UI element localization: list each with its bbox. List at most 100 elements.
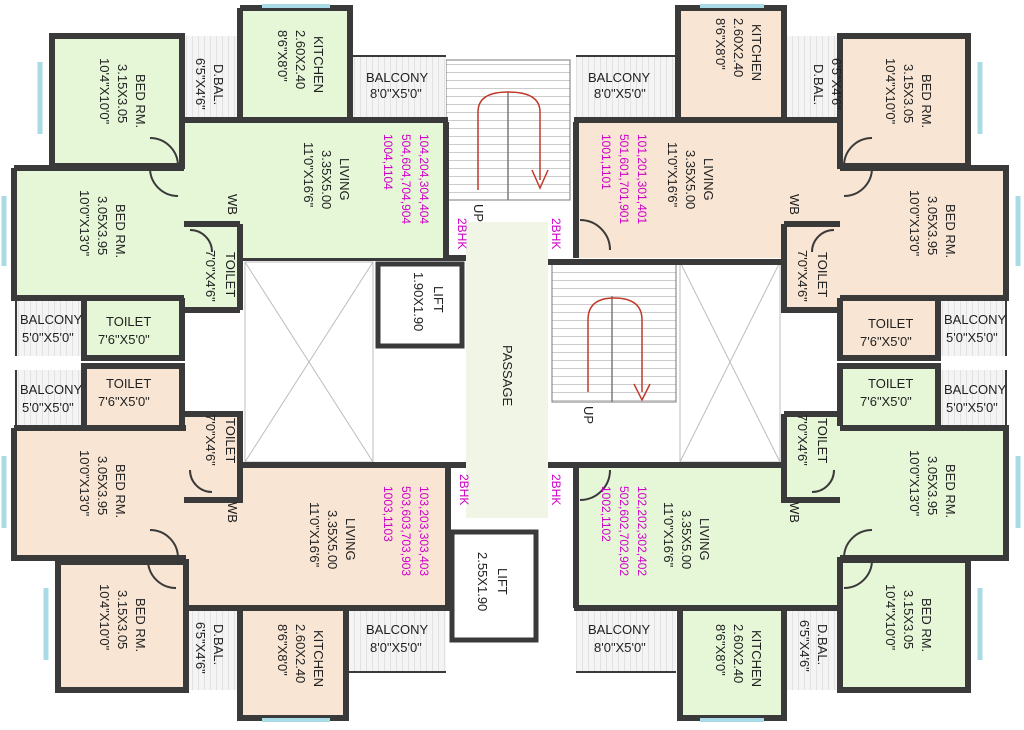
svg-text:103,203,303,403: 103,203,303,403 [417, 486, 431, 576]
svg-text:TOILET: TOILET [223, 252, 238, 297]
svg-text:2.60X2.40: 2.60X2.40 [293, 30, 308, 89]
svg-text:8'0"X5'0": 8'0"X5'0" [594, 640, 646, 655]
tl-toilet-small: TOILET 7'0"X4'6" [203, 250, 238, 302]
flat-bottom-right: BED RM. 3.15X3.05 10'4"X10'0" BED RM. 3.… [549, 363, 1021, 722]
svg-text:LIVING: LIVING [701, 158, 716, 201]
svg-text:7'0"X4'6": 7'0"X4'6" [795, 414, 810, 466]
tr-toilet: TOILET 7'6"X5'0" [860, 316, 913, 349]
tl-kitchen: KITCHEN 2.60X2.40 8'6"X8'0" [275, 30, 326, 93]
tr-bed2: BED RM. 3.05X3.95 10'0"X13'0" [907, 190, 958, 258]
bl-dbal: D.BAL. 6'5"X4'6" [193, 622, 226, 674]
br-balcony: BALCONY 8'0"X5'0" [588, 622, 650, 655]
svg-text:102,202,302,402: 102,202,302,402 [635, 486, 649, 576]
tl-side-balcony: BALCONY 5'0"X5'0" [20, 312, 82, 345]
svg-text:2BHK: 2BHK [549, 474, 563, 505]
svg-text:3.35X5.00: 3.35X5.00 [319, 150, 334, 209]
svg-text:11'0"X16'6": 11'0"X16'6" [661, 502, 676, 568]
tr-living: LIVING 3.35X5.00 11'0"X16'6" [665, 142, 716, 209]
svg-text:2BHK: 2BHK [457, 474, 471, 505]
svg-text:2.60X2.40: 2.60X2.40 [731, 18, 746, 77]
tl-wb: WB [225, 194, 240, 215]
bl-bed2: BED RM. 3.05X3.95 10'0"X13'0" [77, 450, 128, 518]
passage-label: PASSAGE [500, 345, 515, 407]
tl-living: LIVING 3.35X5.00 11'0"X16'6" [301, 142, 352, 209]
svg-text:LIVING: LIVING [697, 518, 712, 561]
lift-2-name: LIFT [495, 568, 510, 595]
svg-text:7'6"X5'0": 7'6"X5'0" [98, 394, 150, 409]
svg-text:11'0"X16'6": 11'0"X16'6" [301, 142, 316, 208]
tr-wb: WB [787, 194, 802, 215]
br-wb: WB [787, 502, 802, 523]
svg-text:TOILET: TOILET [868, 316, 913, 331]
svg-text:8'6"X8'0": 8'6"X8'0" [275, 30, 290, 82]
svg-text:1003,1103: 1003,1103 [381, 486, 395, 542]
tl-bed1: BED RM. 3.15X3.05 10'4"X10'0" [97, 58, 148, 128]
svg-text:BED RM.: BED RM. [133, 598, 148, 652]
svg-text:7'0"X4'6": 7'0"X4'6" [795, 250, 810, 302]
svg-text:504,604,704,904: 504,604,704,904 [399, 134, 413, 224]
svg-text:3.15X3.05: 3.15X3.05 [115, 64, 130, 123]
bl-toilet: TOILET 7'6"X5'0" [98, 376, 151, 409]
flat-top-left: BED RM. 3.15X3.05 10'4"X10'0" BED RM. 3.… [1, 4, 469, 361]
lift-1: LIFT 1.90X1.90 [375, 261, 465, 349]
svg-text:KITCHEN: KITCHEN [311, 630, 326, 687]
svg-text:5'0"X5'0": 5'0"X5'0" [946, 400, 998, 415]
svg-text:2.60X2.40: 2.60X2.40 [293, 624, 308, 683]
svg-text:8'6"X8'0": 8'6"X8'0" [275, 624, 290, 676]
svg-text:10'0"X13'0": 10'0"X13'0" [907, 450, 922, 517]
svg-text:BED RM.: BED RM. [919, 598, 934, 652]
svg-text:2BHK: 2BHK [549, 218, 563, 249]
svg-text:6'5"X4'6": 6'5"X4'6" [829, 58, 844, 110]
svg-text:6'5"X4'6": 6'5"X4'6" [193, 622, 208, 674]
svg-text:10'4"X10'0": 10'4"X10'0" [97, 58, 112, 125]
tl-numbers: 104,204,304,404 504,604,704,904 1004,110… [381, 134, 469, 249]
svg-text:11'0"X16'6": 11'0"X16'6" [665, 142, 680, 208]
svg-text:D.BAL.: D.BAL. [211, 64, 226, 105]
lift-2-size: 2.55X1.90 [475, 552, 490, 611]
svg-text:LIVING: LIVING [337, 158, 352, 201]
staircase-middle: UP [551, 261, 677, 424]
svg-text:7'0"X4'6": 7'0"X4'6" [203, 414, 218, 466]
svg-text:TOILET: TOILET [815, 252, 830, 297]
bl-balcony: BALCONY 8'0"X5'0" [366, 622, 428, 655]
svg-text:501,601,701,901: 501,601,701,901 [617, 134, 631, 224]
br-bed2: BED RM. 3.05X3.95 10'0"X13'0" [907, 450, 958, 518]
svg-text:3.05X3.95: 3.05X3.95 [925, 196, 940, 255]
svg-text:BALCONY: BALCONY [944, 312, 1006, 327]
svg-text:10'0"X13'0": 10'0"X13'0" [77, 190, 92, 257]
br-kitchen: KITCHEN 2.60X2.40 8'6"X8'0" [713, 624, 764, 687]
tr-balcony: BALCONY 8'0"X5'0" [588, 70, 650, 101]
bl-bed1: BED RM. 3.15X3.05 10'4"X10'0" [97, 584, 148, 652]
svg-text:3.35X5.00: 3.35X5.00 [683, 150, 698, 209]
br-toilet: TOILET 7'6"X5'0" [860, 376, 913, 409]
svg-text:3.15X3.05: 3.15X3.05 [901, 64, 916, 123]
svg-text:D.BAL.: D.BAL. [815, 624, 830, 665]
tr-dbal: D.BAL. 6'5"X4'6" [811, 58, 844, 110]
passage [466, 222, 548, 518]
svg-text:D.BAL.: D.BAL. [211, 624, 226, 665]
svg-text:10'0"X13'0": 10'0"X13'0" [907, 190, 922, 257]
svg-text:8'0"X5'0": 8'0"X5'0" [370, 86, 422, 101]
svg-text:BED RM.: BED RM. [113, 204, 128, 258]
bl-numbers: 103,203,303,403 503,603,703,903 1003,110… [381, 474, 471, 576]
svg-text:TOILET: TOILET [223, 418, 238, 463]
bl-toilet-small: TOILET 7'0"X4'6" [203, 414, 238, 466]
svg-text:3.05X3.95: 3.05X3.95 [95, 456, 110, 515]
svg-text:6'5"X4'6": 6'5"X4'6" [797, 620, 812, 672]
svg-text:2BHK: 2BHK [455, 218, 469, 249]
lift-1-size: 1.90X1.90 [411, 272, 426, 331]
bl-wb: WB [225, 502, 240, 523]
svg-text:BED RM.: BED RM. [943, 204, 958, 258]
bl-kitchen: KITCHEN 2.60X2.40 8'6"X8'0" [275, 624, 326, 687]
svg-text:TOILET: TOILET [868, 376, 913, 391]
tr-bed1: BED RM. 3.15X3.05 10'4"X10'0" [883, 58, 934, 128]
svg-text:2.60X2.40: 2.60X2.40 [731, 624, 746, 683]
svg-text:BED RM.: BED RM. [133, 74, 148, 128]
flat-bottom-left: BED RM. 3.15X3.05 10'4"X10'0" BED RM. 3.… [1, 363, 471, 722]
svg-text:BED RM.: BED RM. [943, 464, 958, 518]
svg-text:D.BAL.: D.BAL. [811, 64, 826, 105]
svg-text:BALCONY: BALCONY [20, 382, 82, 397]
flat-top-right: BED RM. 3.15X3.05 10'4"X10'0" BED RM. 3.… [549, 4, 1021, 361]
svg-text:7'6"X5'0": 7'6"X5'0" [98, 332, 150, 347]
svg-text:101,201,301,401: 101,201,301,401 [635, 134, 649, 224]
